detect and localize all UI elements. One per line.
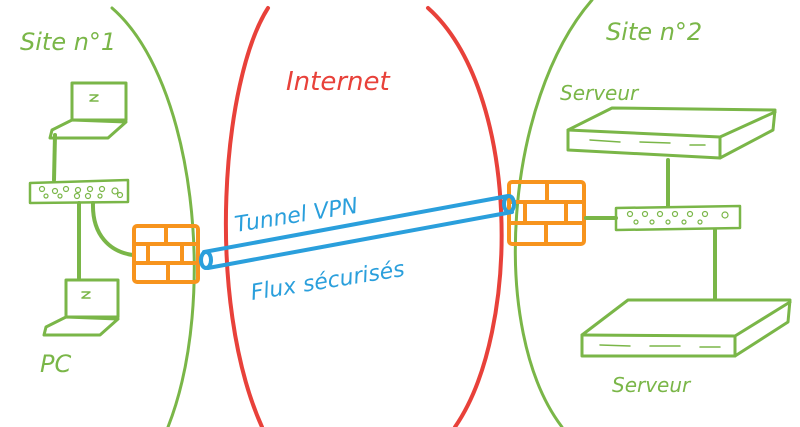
server-bottom-label: Serveur — [612, 373, 692, 397]
site2-boundary — [513, 0, 594, 427]
tunnel-label: Tunnel VPN — [233, 194, 360, 238]
server-top-label: Serveur — [560, 81, 640, 105]
laptop-icon — [42, 278, 120, 337]
vpn-tunnel — [199, 194, 516, 270]
internet-boundary-right — [426, 6, 504, 427]
firewall-icon — [132, 224, 200, 284]
site2-label: Site n°2 — [606, 18, 702, 46]
server-icon — [566, 106, 777, 160]
site1-boundary — [110, 6, 196, 427]
site1-links — [52, 133, 135, 280]
server-icon — [580, 298, 792, 358]
laptop-icon — [48, 81, 128, 140]
site2-links — [584, 158, 717, 300]
switch-icon — [614, 204, 742, 232]
site1-label: Site n°1 — [20, 28, 116, 56]
flux-label: Flux sécurisés — [249, 257, 406, 306]
internet-label: Internet — [286, 67, 391, 97]
switch-icon — [28, 178, 130, 205]
pc-label: PC — [40, 350, 71, 378]
internet-boundary-left — [223, 6, 270, 427]
